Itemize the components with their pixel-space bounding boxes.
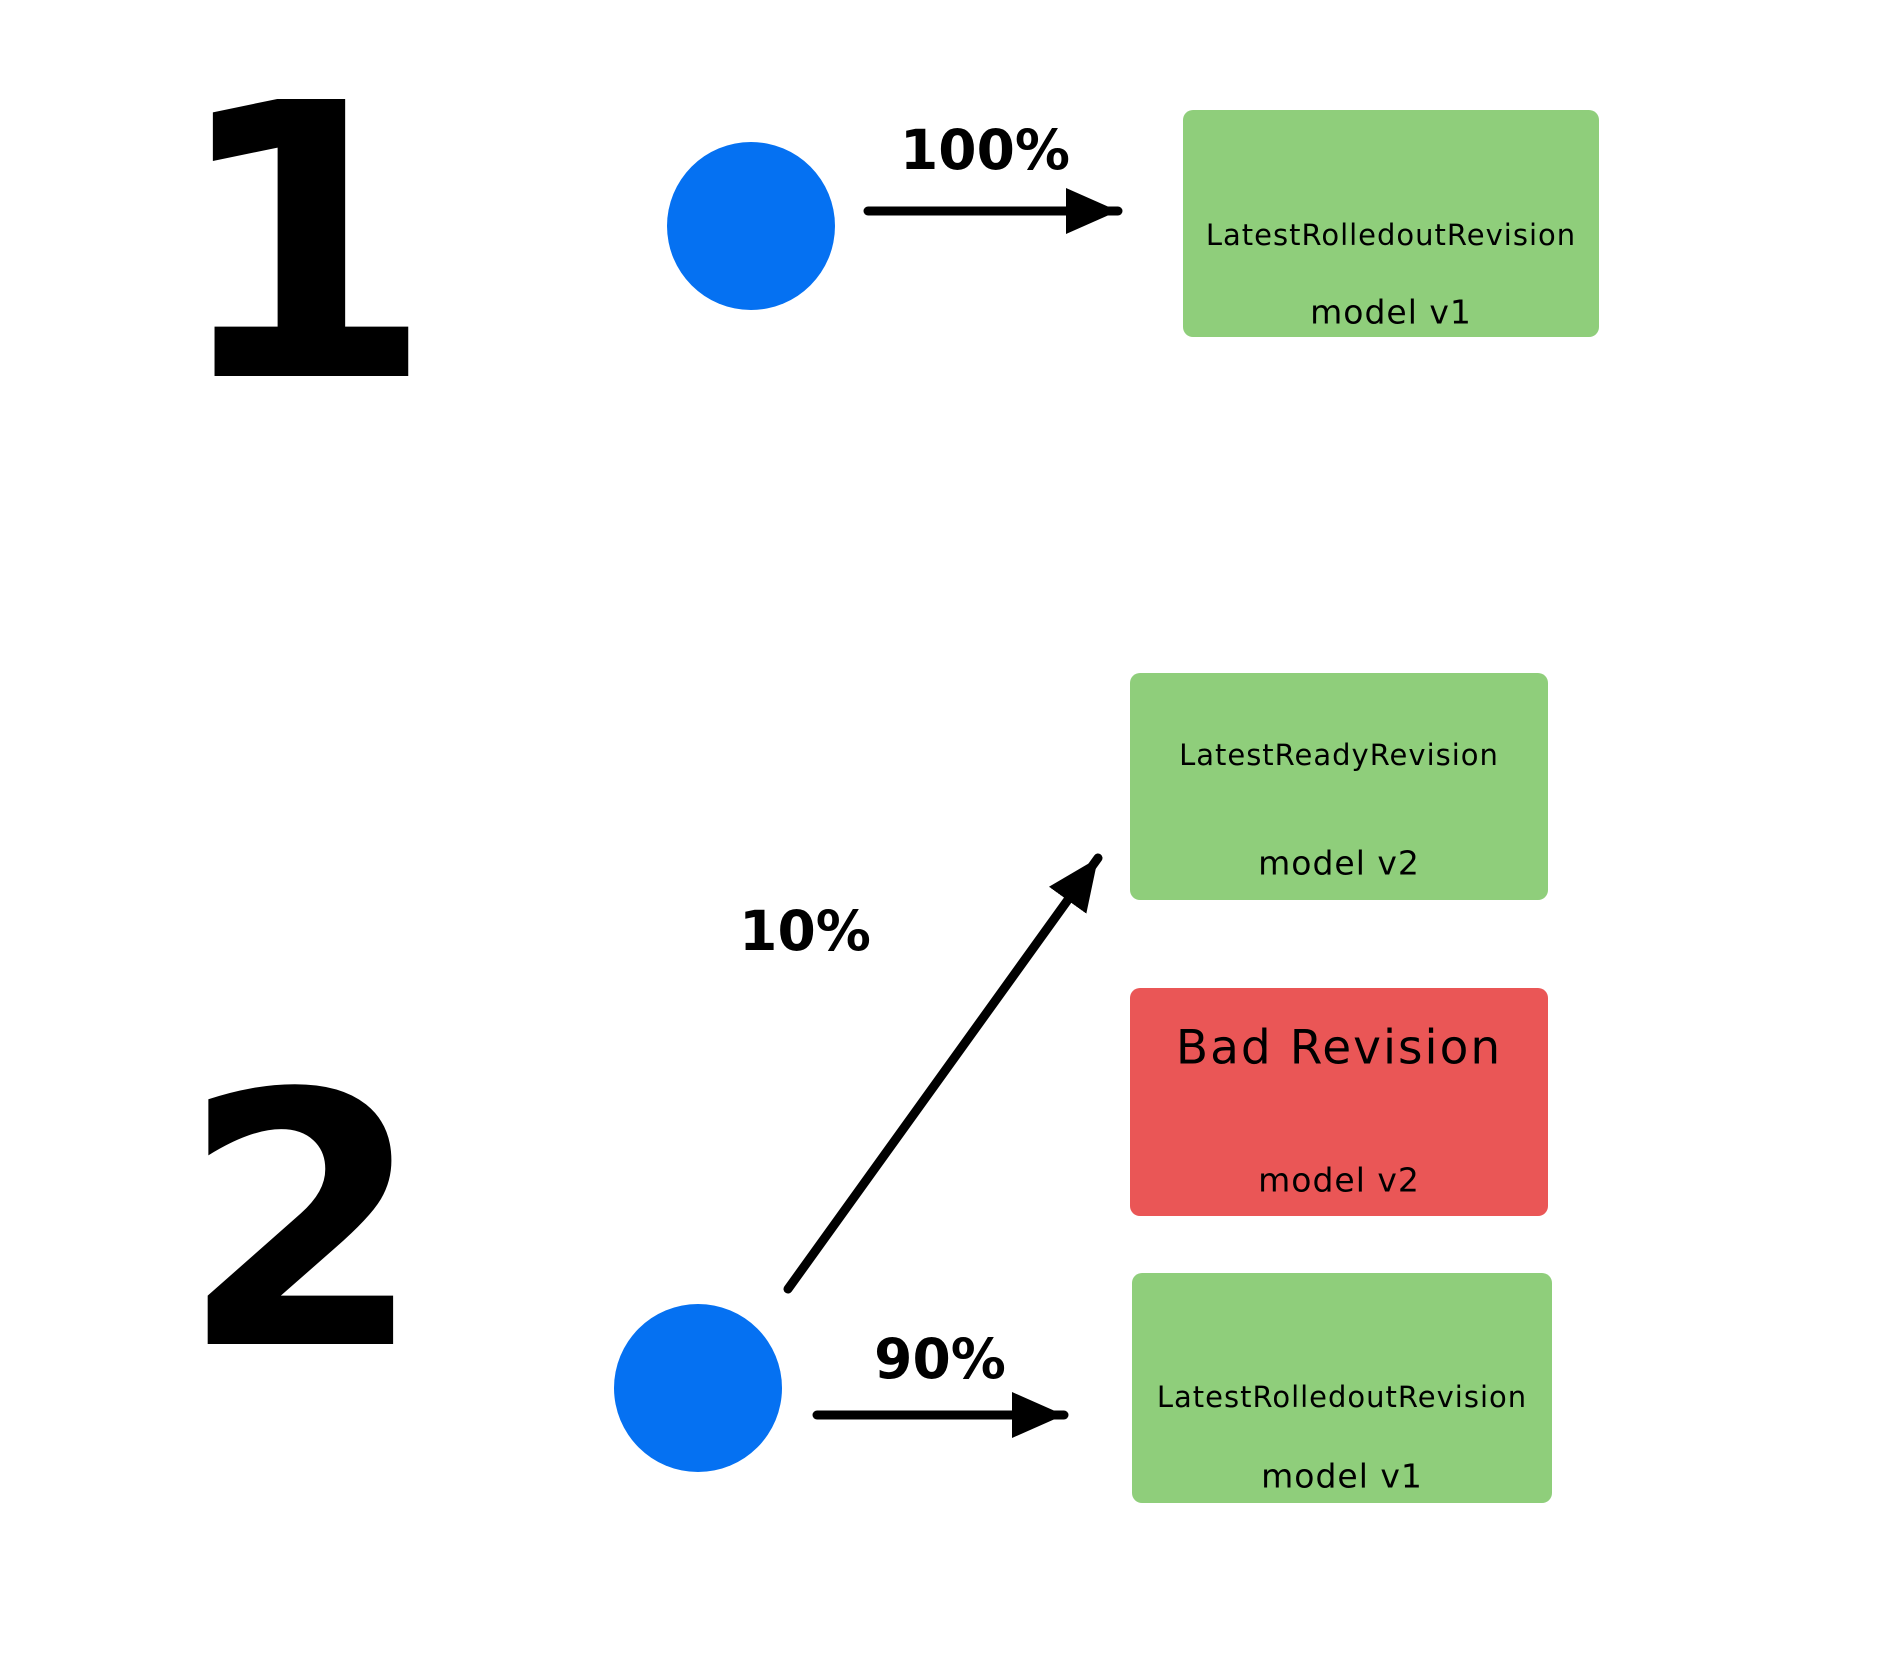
scenario-2-arrow-label-10: 10% bbox=[739, 899, 871, 963]
revision-box-rolledout-v1-scenario-1: LatestRolledoutRevision model v1 bbox=[1183, 110, 1599, 337]
scenario-2-traffic-dot bbox=[614, 1304, 782, 1472]
revision-box-title: LatestRolledoutRevision bbox=[1156, 1380, 1528, 1414]
scenario-1-number: 1 bbox=[170, 23, 435, 466]
revision-box-rolledout-v1-scenario-2: LatestRolledoutRevision model v1 bbox=[1132, 1273, 1552, 1503]
revision-box-subtitle: model v2 bbox=[1258, 1160, 1420, 1200]
revision-box-bad-v2: Bad Revision model v2 bbox=[1130, 988, 1548, 1216]
revision-box-title: LatestRolledoutRevision bbox=[1205, 218, 1577, 252]
revision-box-subtitle: model v1 bbox=[1261, 1456, 1423, 1496]
revision-box-subtitle: model v1 bbox=[1310, 292, 1472, 332]
revision-box-title: Bad Revision bbox=[1175, 1020, 1503, 1076]
revision-box-subtitle: model v2 bbox=[1258, 843, 1420, 883]
revision-box-title: LatestReadyRevision bbox=[1179, 738, 1499, 772]
revision-box-ready-v2: LatestReadyRevision model v2 bbox=[1130, 673, 1548, 900]
scenario-1-arrow-label: 100% bbox=[900, 118, 1070, 182]
scenario-1-traffic-dot bbox=[667, 142, 835, 310]
scenario-2-arrow-label-90: 90% bbox=[874, 1327, 1006, 1391]
scenario-2-number: 2 bbox=[180, 1019, 424, 1427]
